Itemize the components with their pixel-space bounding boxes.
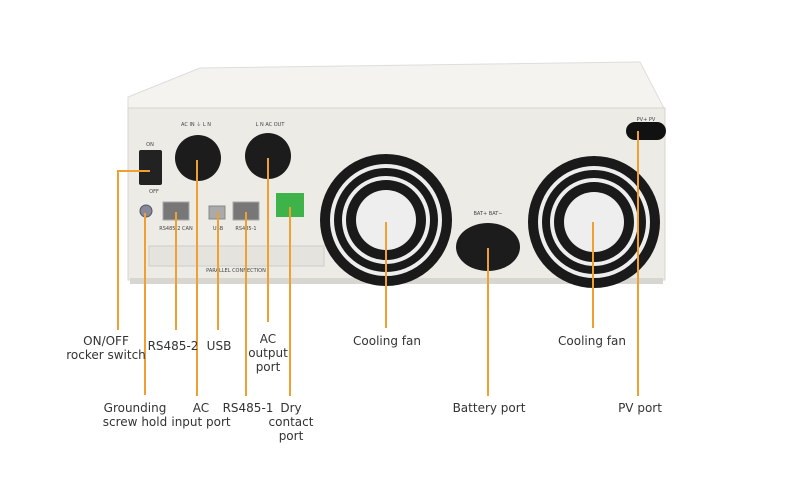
label-cooling-fan-1: Cooling fan bbox=[353, 334, 421, 348]
battery-port bbox=[456, 223, 520, 271]
ac-output-gland bbox=[245, 133, 291, 179]
label-battery-port: Battery port bbox=[453, 401, 526, 415]
ac-out-marking: L N AC OUT bbox=[256, 122, 286, 128]
label-usb: USB bbox=[207, 339, 232, 353]
bat-marking: BAT+ BAT− bbox=[473, 211, 502, 217]
ac-in-marking: AC IN ⏚ L N bbox=[181, 121, 211, 128]
off-marking: OFF bbox=[149, 189, 159, 195]
parallel-slot bbox=[148, 245, 325, 267]
parallel-marking: PARALLEL CONNECTION bbox=[206, 268, 266, 274]
pv-marking: PV+ PV bbox=[637, 117, 656, 123]
pv-port bbox=[626, 122, 666, 140]
rocker-switch bbox=[139, 150, 162, 185]
on-marking: ON bbox=[146, 142, 154, 148]
label-pv-port: PV port bbox=[618, 401, 662, 415]
label-rs485-1: RS485-1 bbox=[223, 401, 274, 415]
label-cooling-fan-2: Cooling fan bbox=[558, 334, 626, 348]
callout-lines bbox=[117, 131, 639, 396]
label-rs485-2: RS485-2 bbox=[148, 339, 199, 353]
ac-input-gland bbox=[175, 135, 221, 181]
